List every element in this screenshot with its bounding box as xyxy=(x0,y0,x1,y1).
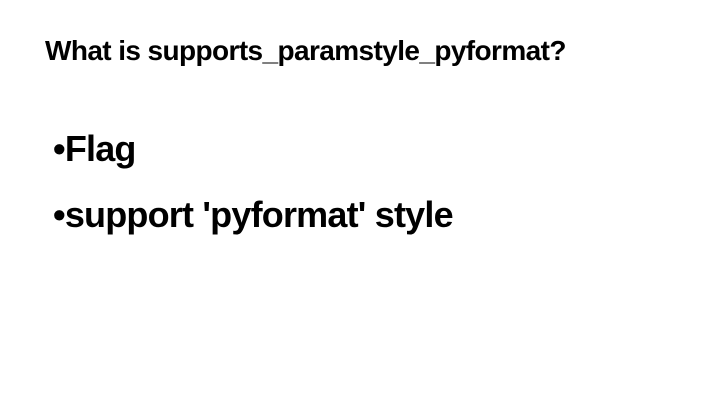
bullet-item: •Flag xyxy=(53,127,453,171)
bullet-list: •Flag •support 'pyformat' style xyxy=(53,127,454,259)
bullet-item: •support 'pyformat' style xyxy=(53,193,454,237)
slide-title: What is supports_paramstyle_pyformat? xyxy=(45,35,566,66)
bullet-text: support 'pyformat' style xyxy=(64,194,454,235)
bullet-text: Flag xyxy=(64,128,137,169)
bullet-icon: • xyxy=(53,128,66,169)
bullet-icon: • xyxy=(53,194,66,235)
